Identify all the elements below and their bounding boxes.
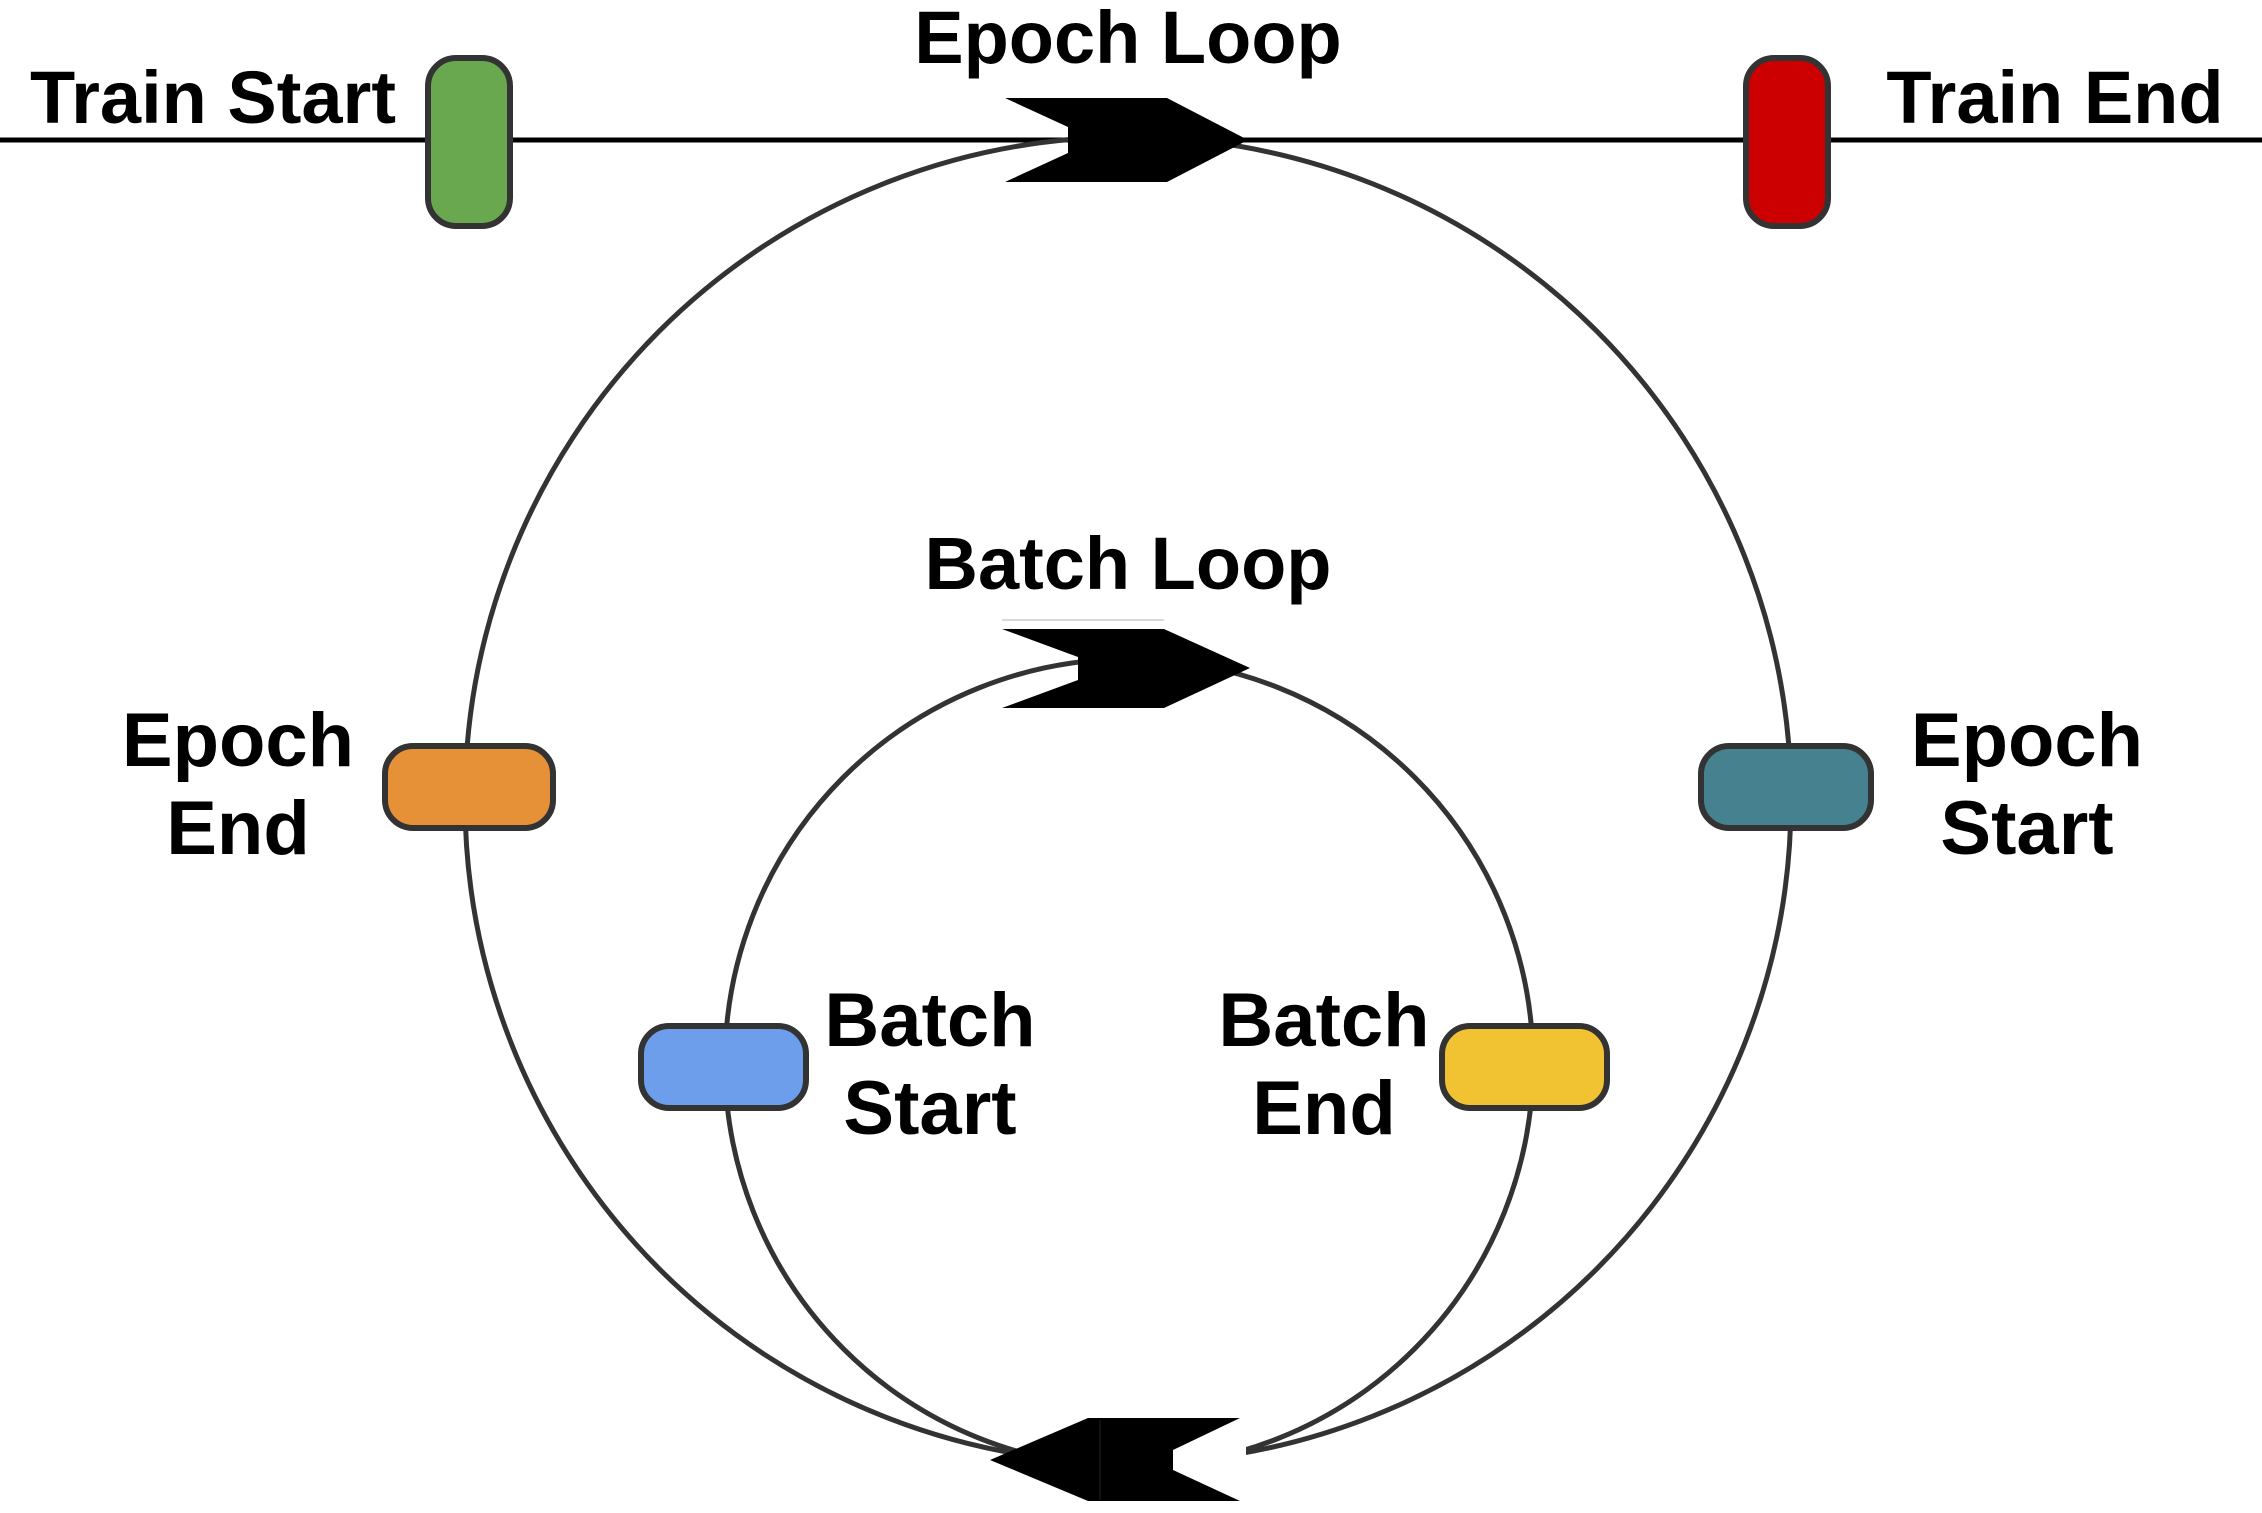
return-arrow-notch xyxy=(1173,1418,1246,1501)
epoch-loop-circle xyxy=(462,134,1794,1466)
train-start-label: Train Start xyxy=(30,56,396,139)
epoch-start-label-line2: Start xyxy=(1940,786,2113,871)
train-end-hook[interactable] xyxy=(1743,55,1831,229)
batch-end-label-line1: Batch xyxy=(1218,978,1429,1063)
epoch-start-hook[interactable] xyxy=(1698,743,1874,831)
train-end-label: Train End xyxy=(1886,56,2223,139)
return-arrow xyxy=(990,1418,1240,1501)
batch-end-label-line2: End xyxy=(1252,1066,1396,1151)
epoch-end-label-line1: Epoch xyxy=(122,698,354,783)
batch-loop-title: Batch Loop xyxy=(925,522,1332,605)
batch-loop-circle xyxy=(722,656,1536,1470)
epoch-start-label-line1: Epoch xyxy=(1911,698,2143,783)
batch-loop-arrow xyxy=(1002,629,1250,708)
batch-end-hook[interactable] xyxy=(1439,1023,1610,1111)
epoch-loop-arrow xyxy=(1005,98,1248,182)
epoch-loop-title: Epoch Loop xyxy=(914,0,1342,79)
epoch-end-hook[interactable] xyxy=(382,743,556,831)
epoch-end-label-line2: End xyxy=(166,786,310,871)
train-start-hook[interactable] xyxy=(425,55,513,229)
batch-start-label-line1: Batch xyxy=(824,978,1035,1063)
batch-start-hook[interactable] xyxy=(638,1023,809,1111)
batch-start-label-line2: Start xyxy=(843,1066,1016,1151)
